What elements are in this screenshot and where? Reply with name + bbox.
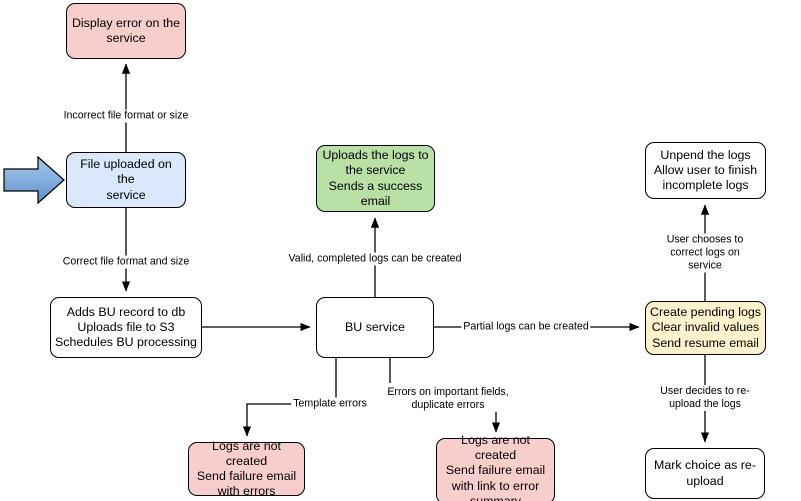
edge-label-correct-format: Correct file format and size xyxy=(60,255,192,269)
node-bu-service[interactable]: BU service xyxy=(316,297,434,358)
node-uploads-logs[interactable]: Uploads the logs to the service Sends a … xyxy=(316,145,435,212)
edge-label-user-corrects: User chooses to correct logs on service xyxy=(657,233,753,273)
edge-label-template-errors: Template errors xyxy=(291,397,369,411)
node-logs-not-created-fields[interactable]: Logs are not created Send failure email … xyxy=(436,433,555,501)
edge-label-user-reupload: User decides to re-upload the logs xyxy=(657,385,753,411)
node-adds-bu-record[interactable]: Adds BU record to db Uploads file to S3 … xyxy=(50,297,202,358)
node-unpend-logs[interactable]: Unpend the logs Allow user to finish inc… xyxy=(645,142,766,199)
node-mark-choice-reupload[interactable]: Mark choice as re- upload xyxy=(645,448,765,499)
node-create-pending-logs[interactable]: Create pending logs Clear invalid values… xyxy=(645,301,766,355)
edge-label-valid-logs: Valid, completed logs can be created xyxy=(286,252,464,266)
edge-label-incorrect-format: Incorrect file format or size xyxy=(61,109,191,123)
node-logs-not-created-template[interactable]: Logs are not created Send failure email … xyxy=(188,439,305,498)
node-display-error[interactable]: Display error on the service xyxy=(66,3,186,59)
node-file-uploaded[interactable]: File uploaded on the service xyxy=(66,152,186,208)
edge-label-errors-important-fields: Errors on important fields, duplicate er… xyxy=(385,386,511,412)
edge-label-partial-logs: Partial logs can be created xyxy=(461,320,591,334)
input-pointer-arrow xyxy=(3,155,65,205)
